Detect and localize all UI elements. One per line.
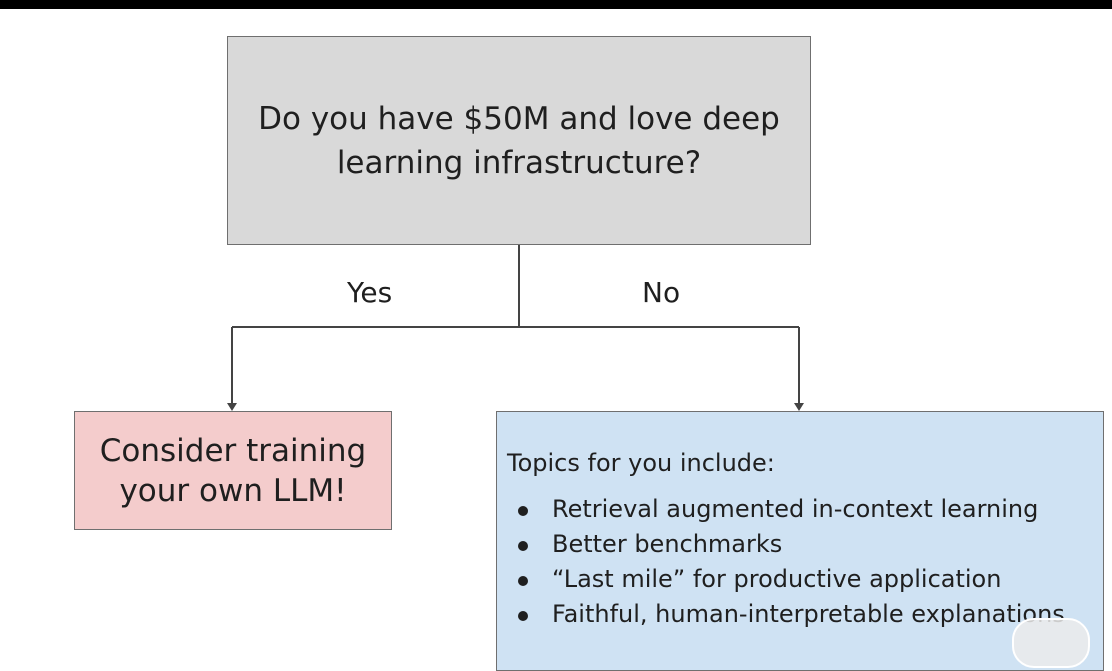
question-text: Do you have $50M and love deep learning … (258, 100, 780, 181)
bullet-icon (518, 541, 528, 551)
topics-list: Retrieval augmented in-context learning … (515, 492, 1065, 632)
yes-branch-label: Yes (347, 276, 393, 309)
yes-outcome-box: Consider training your own LLM! (74, 411, 392, 530)
topic-item: Faithful, human-interpretable explanatio… (515, 597, 1065, 632)
overlay-badge-icon (1012, 618, 1090, 668)
topic-text: “Last mile” for productive application (552, 565, 1002, 593)
topic-item: Better benchmarks (515, 527, 1065, 562)
topic-item: “Last mile” for productive application (515, 562, 1065, 597)
bullet-icon (518, 506, 528, 516)
top-black-bar (0, 0, 1112, 9)
no-outcome-box: Topics for you include: Retrieval augmen… (496, 411, 1104, 671)
no-branch-label: No (642, 276, 681, 309)
topics-heading: Topics for you include: (507, 449, 775, 477)
bullet-icon (518, 576, 528, 586)
topic-item: Retrieval augmented in-context learning (515, 492, 1065, 527)
topic-text: Better benchmarks (552, 530, 783, 558)
yes-arrowhead (227, 403, 237, 411)
no-arrowhead (794, 403, 804, 411)
question-box: Do you have $50M and love deep learning … (227, 36, 811, 245)
decision-connectors (227, 245, 804, 411)
yes-outcome-text: Consider training your own LLM! (99, 432, 367, 509)
bullet-icon (518, 611, 528, 621)
topic-text: Faithful, human-interpretable explanatio… (552, 600, 1065, 628)
topic-text: Retrieval augmented in-context learning (552, 495, 1039, 523)
